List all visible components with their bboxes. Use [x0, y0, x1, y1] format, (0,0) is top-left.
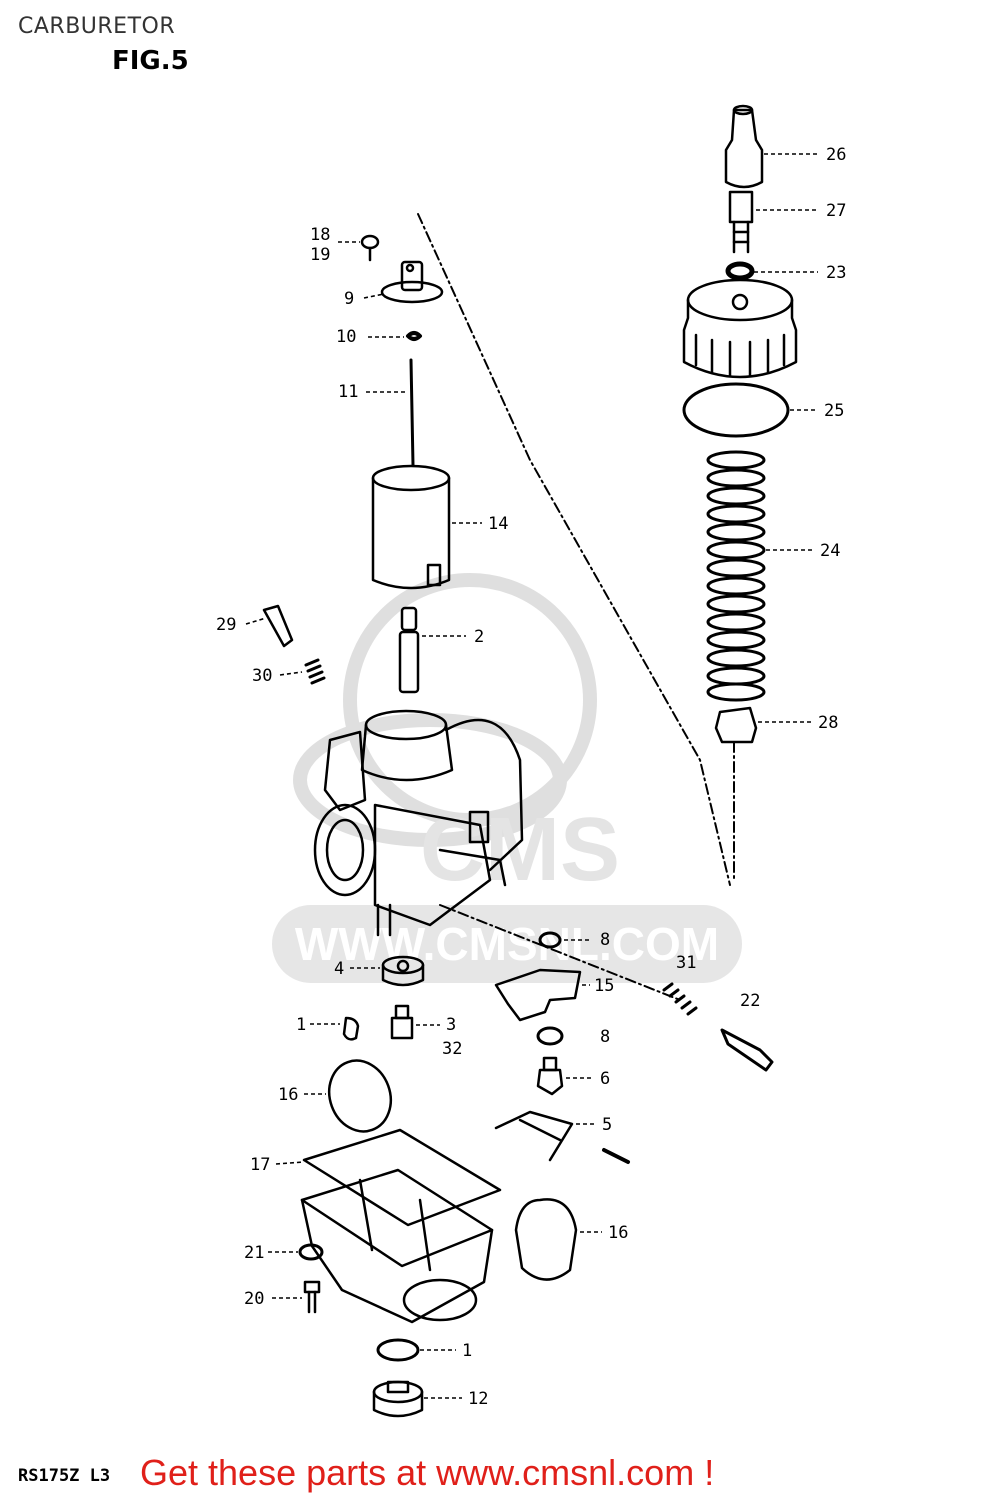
- part-5-float-arm: [494, 1110, 574, 1162]
- watermark-url: WWW.CMSNL.COM: [295, 918, 719, 970]
- callout-22: 22: [740, 991, 760, 1011]
- callout-3: 3: [446, 1015, 456, 1035]
- part-5-pin: [602, 1148, 630, 1164]
- callout-19: 19: [310, 245, 330, 265]
- callout-2: 2: [474, 627, 484, 647]
- model-code: RS175Z L3: [18, 1466, 111, 1486]
- callout-1-upper: 1: [296, 1015, 306, 1035]
- part-16-float-left: [327, 1059, 393, 1133]
- part-24-spring: [706, 450, 766, 702]
- part-1-o-ring: [376, 1338, 420, 1362]
- part-22-idle-screw: [662, 982, 774, 1072]
- callout-21: 21: [244, 1243, 264, 1263]
- callout-24: 24: [820, 541, 840, 561]
- part-30-spring: [304, 658, 326, 685]
- callout-17: 17: [250, 1155, 270, 1175]
- part-28-seat: [714, 706, 758, 744]
- part-21-washer: [298, 1243, 324, 1261]
- part-8-washer: [538, 931, 562, 949]
- callout-29: 29: [216, 615, 236, 635]
- callout-11: 11: [338, 382, 358, 402]
- callout-16-right: 16: [608, 1223, 628, 1243]
- part-14-throttle-valve: [371, 464, 451, 590]
- callout-20: 20: [244, 1289, 264, 1309]
- callout-5: 5: [602, 1115, 612, 1135]
- get-parts-link[interactable]: Get these parts at www.cmsnl.com !: [140, 1452, 715, 1493]
- part-3-main-jet: [390, 1004, 414, 1040]
- part-carburetor-body: [313, 709, 524, 937]
- callout-9: 9: [344, 289, 354, 309]
- callout-30: 30: [252, 666, 272, 686]
- part-1-plug: [342, 1016, 360, 1041]
- part-20-screw: [303, 1280, 321, 1314]
- callout-31: 31: [676, 953, 696, 973]
- part-10-clip: [406, 331, 422, 341]
- part-float-bowl: [300, 1168, 494, 1324]
- callout-10: 10: [336, 327, 356, 347]
- callout-8-upper: 8: [600, 930, 610, 950]
- part-26-cap: [724, 104, 764, 189]
- callout-32: 32: [442, 1039, 462, 1059]
- part-9-plate: [380, 260, 444, 304]
- callout-4: 4: [334, 959, 344, 979]
- guide-line-22: [439, 904, 681, 1001]
- callout-8-lower: 8: [600, 1027, 610, 1047]
- part-top-cap: [682, 278, 798, 379]
- part-17-gasket: [302, 1128, 502, 1227]
- part-29-screw: [262, 604, 294, 648]
- callout-1-lower: 1: [462, 1341, 472, 1361]
- part-18-screw: [360, 234, 380, 262]
- part-8-washer-lower: [536, 1026, 564, 1046]
- callout-12: 12: [468, 1389, 488, 1409]
- part-23-nut: [725, 261, 755, 281]
- part-4-valve-seat: [381, 955, 425, 987]
- callout-15: 15: [594, 976, 614, 996]
- callout-25: 25: [824, 401, 844, 421]
- callout-26: 26: [826, 145, 846, 165]
- callout-16-left: 16: [278, 1085, 298, 1105]
- part-12-plug: [372, 1380, 424, 1418]
- part-25-o-ring: [682, 382, 790, 438]
- part-2-needle-jet: [398, 606, 420, 694]
- callout-6: 6: [600, 1069, 610, 1089]
- assembly-guide-line: [417, 213, 731, 886]
- callout-27: 27: [826, 201, 846, 221]
- callout-14: 14: [488, 514, 508, 534]
- part-6-float-valve: [536, 1056, 564, 1096]
- leader-lines: [245, 153, 818, 1399]
- part-11-needle: [409, 358, 415, 467]
- watermark-logo-letters: CMS: [420, 800, 620, 900]
- page-title: CARBURETOR: [18, 14, 176, 39]
- callout-28: 28: [818, 713, 838, 733]
- part-27-adjuster: [728, 190, 754, 254]
- part-15-baffle: [494, 968, 582, 1022]
- part-16-float-right: [514, 1198, 578, 1281]
- callout-18: 18: [310, 225, 330, 245]
- callout-23: 23: [826, 263, 846, 283]
- watermark-logo-body: [293, 713, 567, 847]
- figure-label: FIG.5: [112, 46, 189, 76]
